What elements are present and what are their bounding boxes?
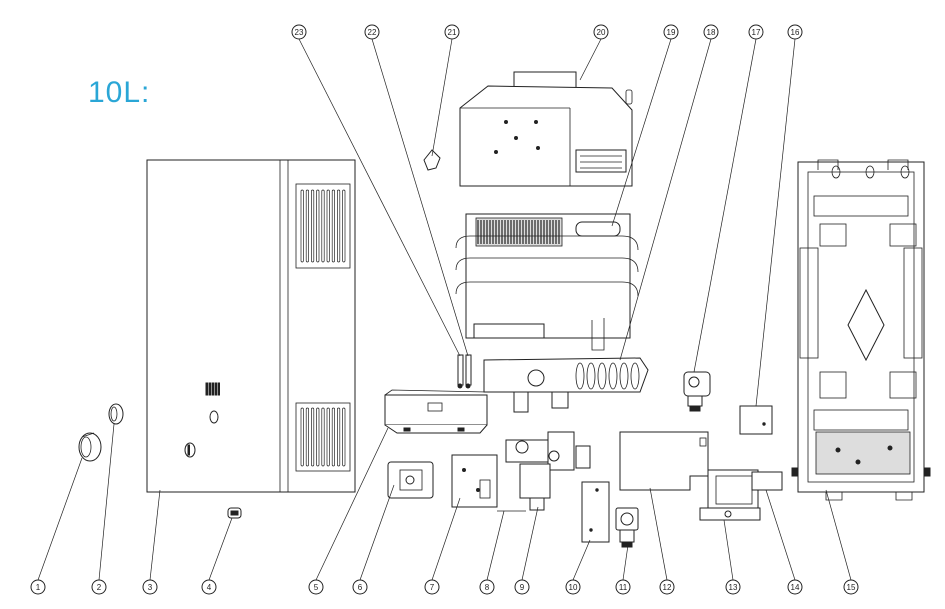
callout-number: 11 (619, 583, 628, 592)
gas-valve (505, 431, 591, 511)
callout-number: 2 (97, 583, 102, 592)
water-flow-sensor (683, 371, 711, 412)
callout-number: 14 (791, 583, 800, 592)
callout-8: 8 (479, 579, 495, 595)
top-vent-slots (295, 183, 351, 269)
battery-cap (227, 507, 242, 519)
callout-number: 15 (847, 583, 856, 592)
bottom-vent-slots (295, 402, 351, 472)
callout-5: 5 (308, 579, 324, 595)
back-panel (791, 159, 931, 501)
callout-number: 5 (314, 583, 319, 592)
callout-17: 17 (748, 24, 764, 40)
callout-number: 17 (752, 28, 761, 37)
callout-3: 3 (142, 579, 158, 595)
callout-number: 23 (295, 28, 304, 37)
burner-assembly (483, 357, 649, 413)
flue-hood (459, 71, 633, 187)
callout-number: 3 (148, 583, 153, 592)
callout-21: 21 (444, 24, 460, 40)
callout-2: 2 (91, 579, 107, 595)
heat-exchanger (455, 213, 639, 351)
callout-15: 15 (843, 579, 859, 595)
knob-large (78, 432, 102, 462)
callout-number: 20 (597, 28, 606, 37)
knob-small (108, 403, 124, 425)
callout-number: 8 (485, 583, 490, 592)
callout-number: 1 (36, 583, 41, 592)
label-plate (739, 405, 773, 435)
ignition-electrodes (457, 354, 472, 389)
callout-number: 9 (520, 583, 525, 592)
small-plate (751, 471, 783, 491)
callout-13: 13 (725, 579, 741, 595)
panel-bracket (384, 389, 488, 434)
mounting-bracket (581, 481, 610, 543)
callout-number: 21 (448, 28, 457, 37)
water-inlet-fitting (615, 507, 639, 548)
callout-4: 4 (201, 579, 217, 595)
callout-23: 23 (291, 24, 307, 40)
callout-6: 6 (352, 579, 368, 595)
knob-hole-upper (209, 410, 219, 424)
callout-1: 1 (30, 579, 46, 595)
callout-11: 11 (615, 579, 631, 595)
callout-9: 9 (514, 579, 530, 595)
callout-14: 14 (787, 579, 803, 595)
callout-10: 10 (565, 579, 581, 595)
callout-number: 12 (663, 583, 672, 592)
display-window (205, 382, 220, 396)
callout-number: 6 (358, 583, 363, 592)
callout-22: 22 (364, 24, 380, 40)
callout-number: 7 (430, 583, 435, 592)
callout-number: 22 (368, 28, 377, 37)
side-cover-plate (619, 431, 709, 491)
callout-number: 10 (569, 583, 578, 592)
front-cover (146, 159, 356, 493)
callout-number: 19 (667, 28, 676, 37)
callout-number: 4 (207, 583, 212, 592)
callout-18: 18 (703, 24, 719, 40)
callout-16: 16 (787, 24, 803, 40)
callout-number: 13 (729, 583, 738, 592)
water-valve-plate (451, 454, 498, 508)
control-module (387, 461, 434, 499)
callout-number: 18 (707, 28, 716, 37)
callout-20: 20 (593, 24, 609, 40)
callout-number: 16 (791, 28, 800, 37)
callout-19: 19 (663, 24, 679, 40)
callout-7: 7 (424, 579, 440, 595)
callout-12: 12 (659, 579, 675, 595)
model-title: 10L: (88, 76, 151, 109)
fixing-clip (423, 149, 441, 171)
pulse-igniter (699, 469, 761, 521)
